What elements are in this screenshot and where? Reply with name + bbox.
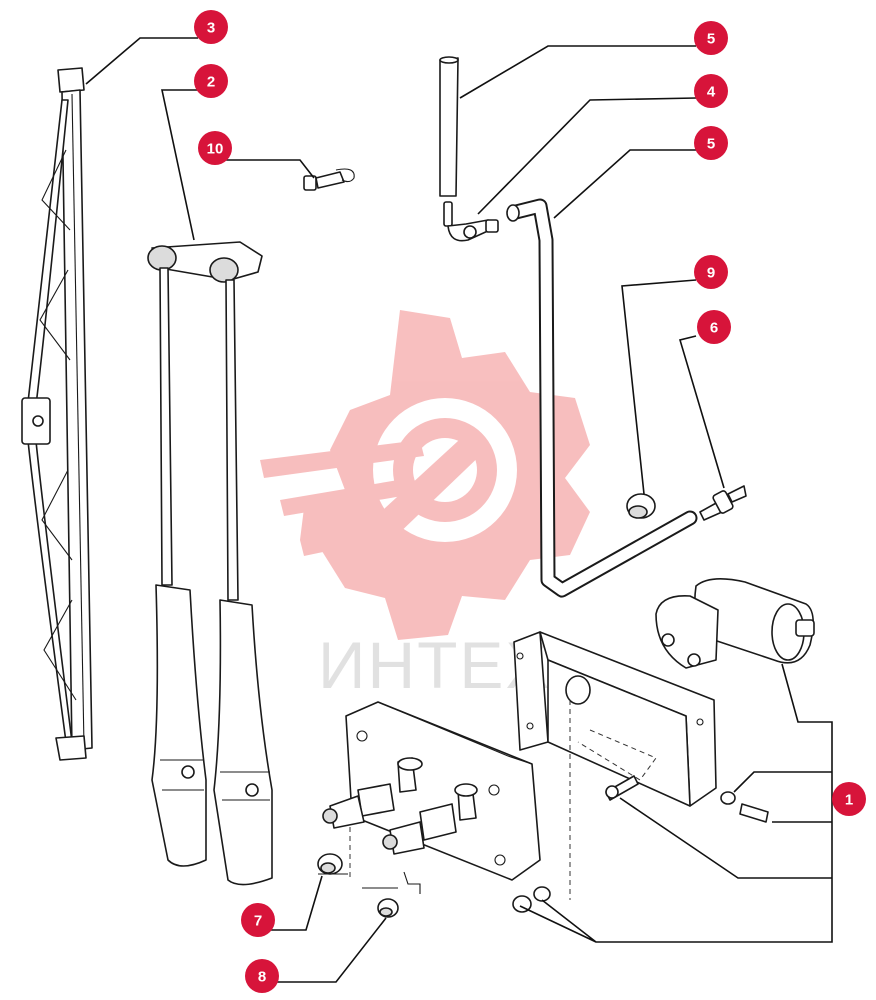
svg-text:4: 4 (707, 84, 716, 101)
callout-9: 9 (694, 255, 728, 289)
washer-hose-long (506, 198, 698, 598)
wiper-blade (21, 67, 93, 761)
hose-connector (699, 485, 747, 521)
motor-bracket (513, 631, 717, 900)
watermark-text: ИНТЕХ (318, 628, 551, 702)
svg-text:10: 10 (207, 141, 224, 158)
callout-7: 7 (241, 903, 275, 937)
washer-hose-upper (439, 56, 459, 197)
callout-6: 6 (697, 310, 731, 344)
bracket-bolts (605, 775, 769, 823)
svg-text:7: 7 (254, 913, 262, 930)
callout-10: 10 (198, 131, 232, 165)
svg-text:5: 5 (707, 136, 715, 153)
spindle-nuts (317, 853, 551, 918)
callout-5-upper: 5 (694, 21, 728, 55)
wiper-arm-assembly (147, 241, 273, 886)
svg-text:8: 8 (258, 969, 266, 986)
callout-4: 4 (694, 74, 728, 108)
svg-text:2: 2 (207, 74, 215, 91)
wiper-spindles (322, 757, 478, 855)
callout-8: 8 (245, 959, 279, 993)
callouts: 3 2 10 5 4 5 9 6 (194, 10, 866, 993)
svg-text:5: 5 (707, 31, 715, 48)
watermark-gear-logo (260, 310, 590, 640)
wiper-motor (655, 578, 815, 669)
svg-text:6: 6 (710, 320, 718, 337)
rubber-grommet (626, 493, 656, 519)
svg-text:3: 3 (207, 20, 215, 37)
callout-3: 3 (194, 10, 228, 44)
callout-2: 2 (194, 64, 228, 98)
callout-5-lower: 5 (694, 126, 728, 160)
leader-lines (85, 37, 833, 983)
svg-text:9: 9 (707, 265, 715, 282)
watermark: ИНТЕХ (260, 310, 590, 702)
callout-1: 1 (832, 782, 866, 816)
washer-nozzle (443, 201, 499, 242)
pin-connector (303, 168, 355, 191)
svg-text:1: 1 (845, 792, 853, 809)
